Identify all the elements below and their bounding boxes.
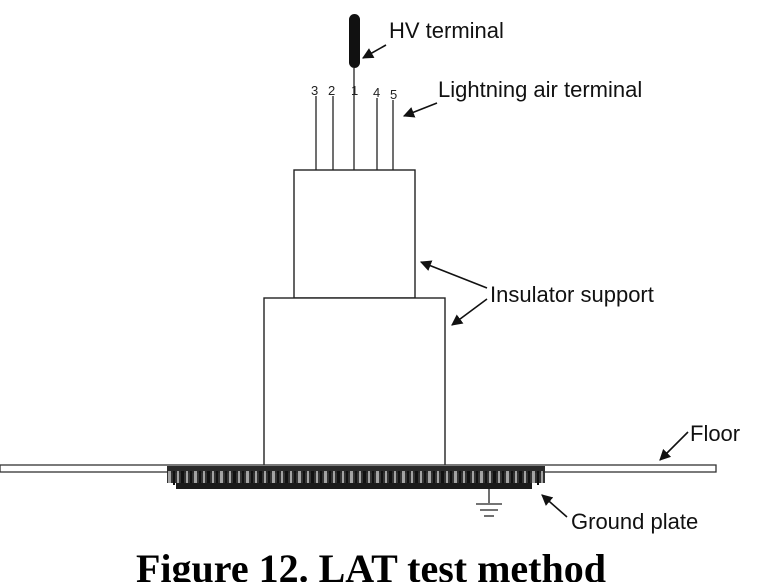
label-hv-terminal: HV terminal xyxy=(389,18,504,43)
label-insulator-support: Insulator support xyxy=(490,282,654,307)
arrow-hv-terminal xyxy=(362,44,387,59)
ground-plate xyxy=(167,466,545,489)
rod-label-2: 2 xyxy=(328,83,335,98)
ground-symbol xyxy=(476,489,502,517)
air-terminal-rods xyxy=(315,68,394,171)
hv-electrode xyxy=(349,14,360,68)
arrow-floor xyxy=(659,431,689,461)
label-lightning-air-terminal: Lightning air terminal xyxy=(438,77,642,102)
label-ground-plate: Ground plate xyxy=(571,509,698,534)
rod-label-5: 5 xyxy=(390,87,397,102)
arrow-insulator-upper xyxy=(419,260,488,289)
arrow-air-terminal xyxy=(402,102,438,118)
arrow-insulator-lower xyxy=(451,298,488,326)
rod-label-4: 4 xyxy=(373,85,380,100)
figure-caption: Figure 12. LAT test method xyxy=(136,546,606,582)
insulator-upper xyxy=(293,169,416,299)
arrow-ground-plate xyxy=(541,494,568,518)
rod-label-3: 3 xyxy=(311,83,318,98)
rod-label-1: 1 xyxy=(351,83,358,98)
insulator-lower xyxy=(263,297,446,467)
label-floor: Floor xyxy=(690,421,740,446)
